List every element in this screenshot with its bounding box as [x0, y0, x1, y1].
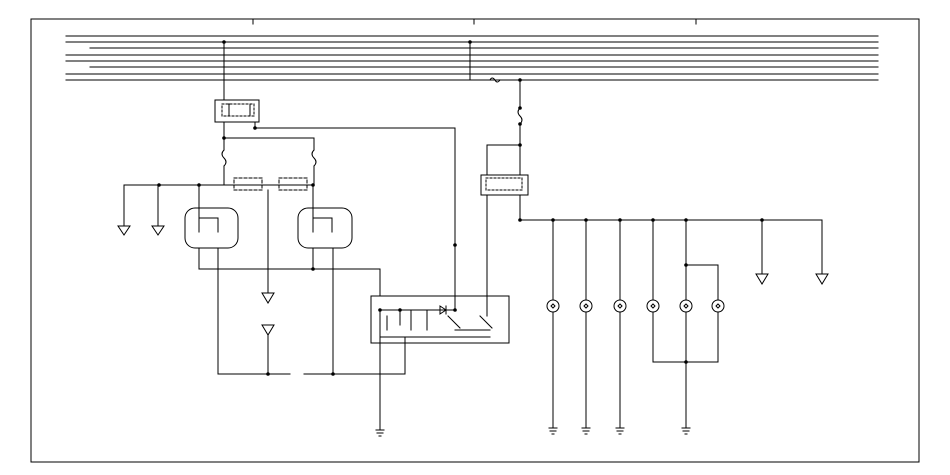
junction-dot: [651, 218, 655, 222]
switch-unit: [370, 295, 510, 437]
junction-dot: [453, 243, 457, 247]
ground-arrow: [261, 324, 275, 336]
junction-dot: [518, 106, 522, 110]
junction-dot: [311, 267, 315, 271]
fuse-left-a: [221, 149, 227, 167]
junction-dot: [253, 126, 257, 130]
lamp-filament: [583, 303, 589, 309]
junction-dot: [518, 143, 522, 147]
lamp-icon: [646, 299, 660, 313]
junction-dot: [551, 218, 555, 222]
junction-dot: [618, 218, 622, 222]
junction-dot: [684, 263, 688, 267]
power-bus-lines: [65, 35, 879, 83]
lamp-filament: [550, 303, 556, 309]
ground-arrow: [815, 273, 829, 285]
junction-dot: [398, 308, 402, 312]
lamp-filament: [683, 303, 689, 309]
ground-symbol: [548, 427, 558, 435]
junction-dot: [453, 308, 457, 312]
lamp-icon: [613, 299, 627, 313]
junction-dots: [157, 40, 764, 376]
lamp-icon: [579, 299, 593, 313]
junction-dot: [760, 218, 764, 222]
lamp-filament: [715, 303, 721, 309]
fuse-left-b: [311, 149, 317, 167]
lamp-filament: [650, 303, 656, 309]
left-circuit: [117, 41, 456, 375]
ground-symbol: [581, 427, 591, 435]
ground-arrow: [151, 225, 165, 236]
headlamp-left: [184, 207, 239, 249]
connector-left-a: [233, 177, 263, 191]
junction-dot: [378, 308, 382, 312]
junction-dot: [331, 372, 335, 376]
junction-dot: [157, 183, 161, 187]
junction-dot: [684, 360, 688, 364]
switch-unit-box: [370, 295, 510, 344]
ground-symbol: [375, 429, 385, 437]
ground-arrow: [755, 273, 769, 285]
lamp-icon: [711, 299, 725, 313]
junction-dot: [311, 183, 315, 187]
ground-symbol: [615, 427, 625, 435]
relay-right-coil-box: [485, 177, 523, 191]
junction-dot: [518, 218, 522, 222]
junction-dot: [468, 40, 472, 44]
junction-dot: [222, 40, 226, 44]
lamp-icon: [679, 299, 693, 313]
relay-right: [480, 174, 529, 196]
diagram-frame: [30, 18, 920, 463]
junction-dot: [684, 218, 688, 222]
relay-left: [214, 99, 260, 123]
ground-arrow: [117, 225, 131, 236]
junction-dot: [518, 122, 522, 126]
lamp-filament: [617, 303, 623, 309]
lamp-icon: [546, 299, 560, 313]
lamp-bank: [546, 219, 725, 435]
junction-dot: [584, 218, 588, 222]
junction-dot: [266, 372, 270, 376]
relay-left-coil-box: [221, 103, 255, 117]
junction-dot: [518, 78, 522, 82]
connector-left-b: [278, 177, 308, 191]
diode: [439, 305, 447, 315]
junction-dot: [222, 136, 226, 140]
ground-symbol: [681, 427, 691, 435]
right-circuit: [469, 41, 829, 317]
ground-arrow: [261, 292, 275, 304]
junction-dot: [197, 183, 201, 187]
fuse-right: [517, 107, 523, 125]
headlamp-right: [297, 207, 353, 249]
